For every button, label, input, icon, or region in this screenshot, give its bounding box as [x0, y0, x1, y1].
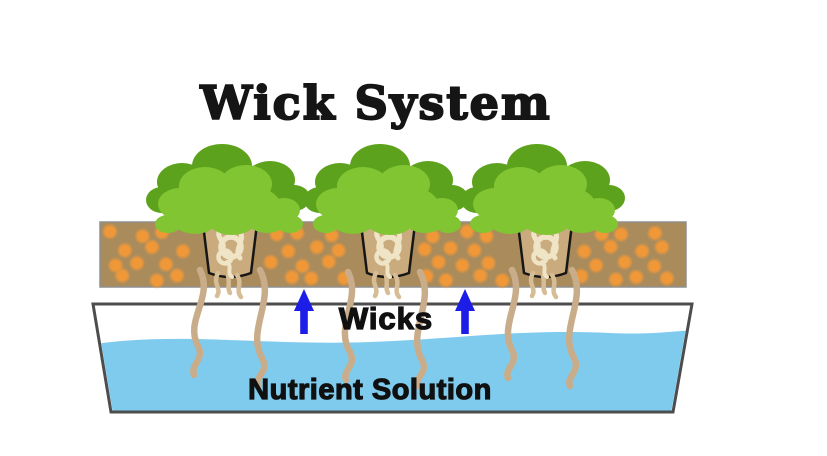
clay-pebble — [442, 239, 459, 257]
clay-pebble — [602, 238, 620, 256]
capillary-arrows — [294, 289, 475, 334]
clay-pebble — [174, 242, 192, 260]
clay-pebbles — [101, 223, 676, 289]
clay-pebble — [607, 270, 625, 288]
wick-strand — [504, 266, 520, 382]
clay-pebble — [633, 242, 651, 260]
wick-strand — [341, 268, 356, 384]
nutrient-solution-label: Nutrient Solution — [248, 374, 492, 406]
clay-pebble — [430, 253, 448, 271]
clay-pebble — [658, 269, 676, 287]
clay-pebble — [330, 241, 347, 259]
wick-strand — [414, 268, 428, 390]
clay-pebble — [616, 253, 634, 271]
clay-pebble — [645, 257, 663, 275]
clay-pebble — [143, 238, 161, 256]
wicks-label: Wicks — [339, 301, 433, 336]
clay-pebble — [157, 255, 175, 273]
clay-pebble — [283, 268, 301, 286]
clay-pebble — [128, 254, 146, 272]
clay-pebble — [148, 272, 166, 289]
wick-strand — [254, 266, 268, 390]
clay-pebble — [465, 241, 483, 259]
clay-pebble — [101, 223, 119, 241]
clay-pebble — [308, 238, 326, 256]
clay-pebble — [453, 256, 471, 274]
clay-pebble — [302, 269, 320, 287]
wicks-group — [190, 266, 580, 390]
wick-strand — [566, 266, 580, 390]
up-arrow-icon — [455, 289, 475, 334]
clay-pebble — [471, 267, 489, 285]
clay-pebble — [646, 224, 664, 242]
clay-pebble — [575, 243, 593, 260]
clay-pebble — [279, 242, 297, 260]
clay-pebble — [320, 253, 338, 271]
clay-pebble — [116, 241, 134, 259]
clay-pebble — [437, 271, 455, 289]
clay-pebble — [587, 256, 605, 274]
clay-pebble — [416, 240, 434, 258]
up-arrow-icon — [294, 289, 314, 334]
clay-pebble — [113, 267, 131, 285]
clay-pebble — [168, 267, 186, 285]
clay-pebble — [493, 272, 511, 289]
clay-pebble — [653, 238, 671, 256]
diagram-title: Wick System — [199, 76, 551, 130]
clay-pebble — [479, 254, 497, 272]
clay-pebble — [262, 253, 280, 271]
clay-pebble — [627, 268, 645, 286]
nutrient-solution-water — [95, 330, 690, 411]
clay-pebble — [612, 225, 630, 243]
clay-pebble — [293, 257, 311, 275]
wick-strand — [190, 266, 208, 379]
